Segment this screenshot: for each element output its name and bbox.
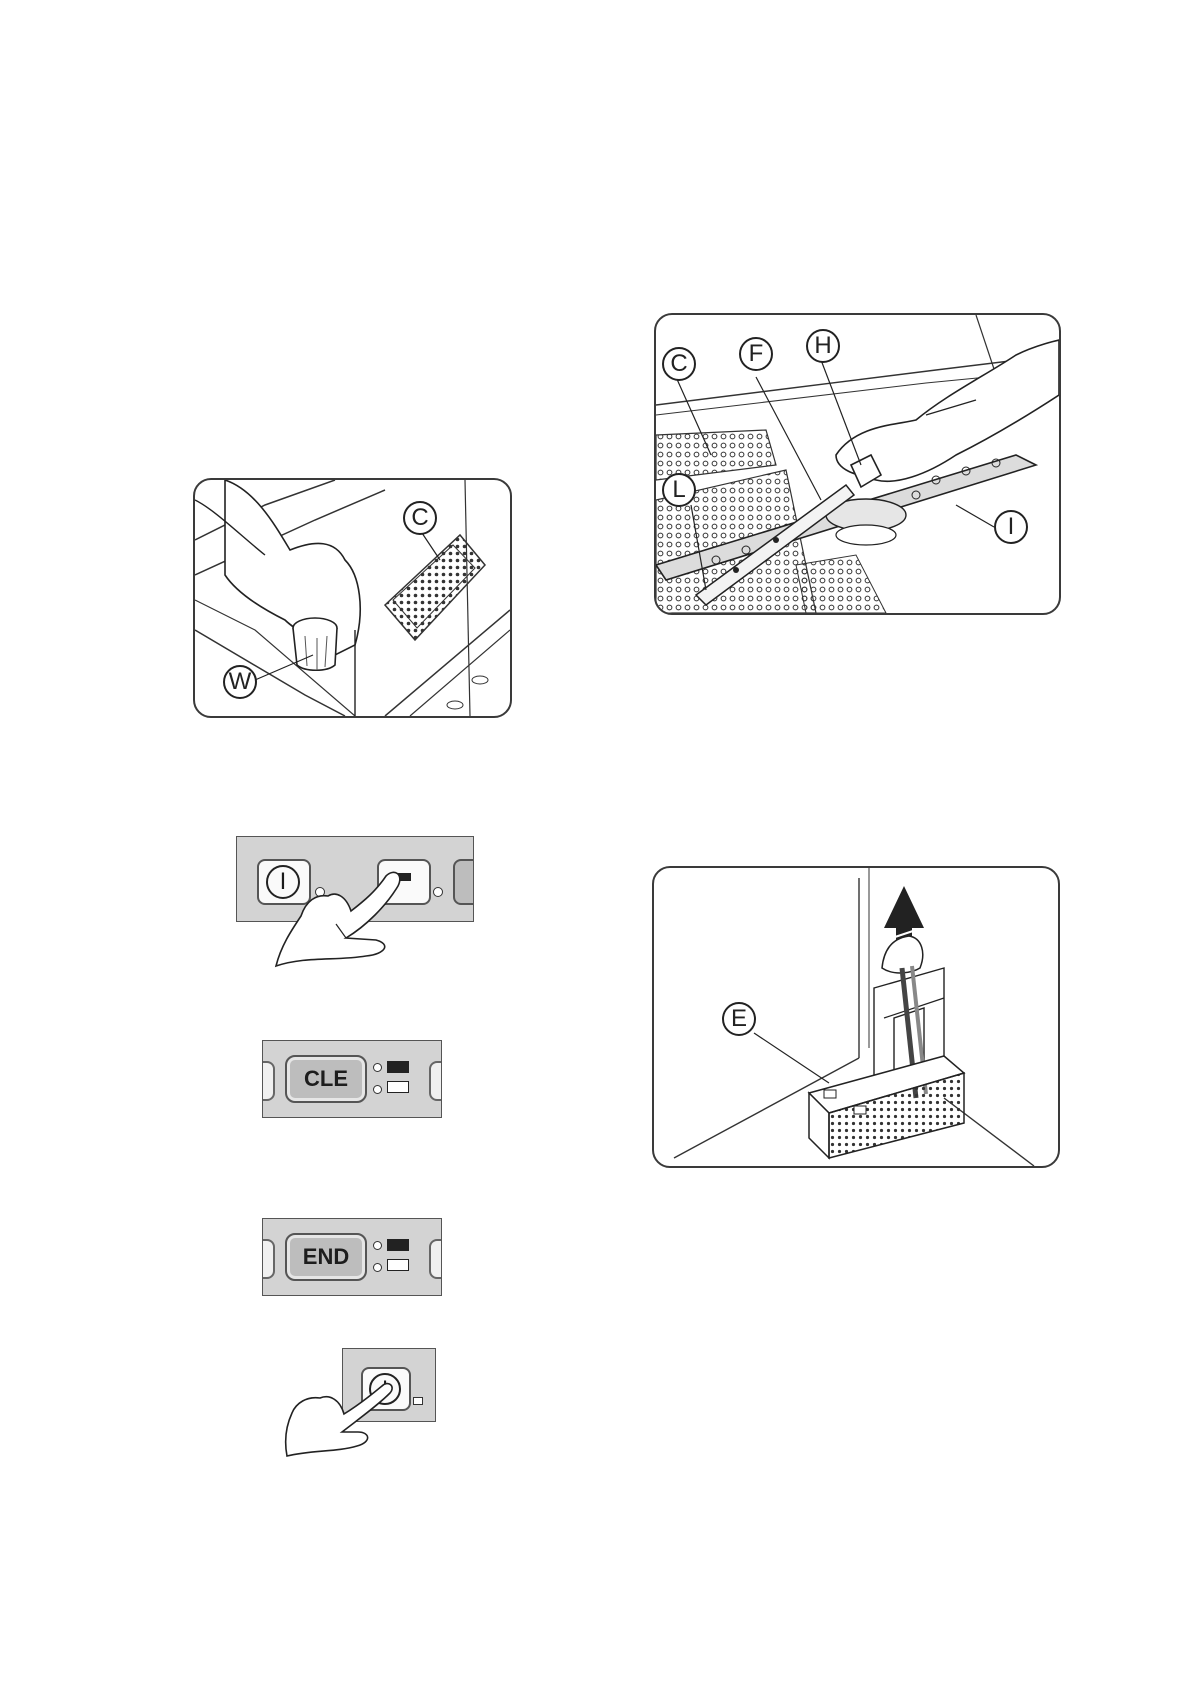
callout-l: L	[662, 473, 696, 507]
heater-icon	[387, 1259, 409, 1271]
callout-e: E	[722, 1002, 756, 1036]
figure-cle-display: CLE	[262, 1040, 442, 1118]
callout-f: F	[739, 337, 773, 371]
end-display-key: END	[285, 1233, 367, 1281]
led-indicator	[373, 1085, 382, 1094]
led-indicator	[373, 1263, 382, 1272]
led-indicator	[373, 1063, 382, 1072]
panel-edge-left	[262, 1239, 275, 1279]
wash-arms-drawing	[656, 315, 1059, 613]
cle-display-key: CLE	[285, 1055, 367, 1103]
element-removal-drawing	[654, 868, 1058, 1166]
figure-press-drain-key: I	[236, 836, 472, 976]
pressing-hand-drawing	[282, 1348, 434, 1460]
panel-edge-right	[429, 1061, 442, 1101]
callout-c: C	[662, 347, 696, 381]
figure-element-removal: E	[652, 866, 1060, 1168]
panel-edge-right	[429, 1239, 442, 1279]
callout-w: W	[223, 665, 257, 699]
callout-h: H	[806, 329, 840, 363]
pressing-hand-drawing	[236, 836, 472, 976]
callout-c: C	[403, 501, 437, 535]
drain-icon	[387, 1061, 409, 1073]
figure-press-power-key: I	[282, 1348, 434, 1460]
callout-i: I	[994, 510, 1028, 544]
heater-icon	[387, 1081, 409, 1093]
figure-filter-removal: C W	[193, 478, 512, 718]
figure-wash-arms: C F H L I	[654, 313, 1061, 615]
led-indicator	[373, 1241, 382, 1250]
panel-edge-left	[262, 1061, 275, 1101]
figure-end-display: END	[262, 1218, 442, 1296]
drain-icon	[387, 1239, 409, 1251]
